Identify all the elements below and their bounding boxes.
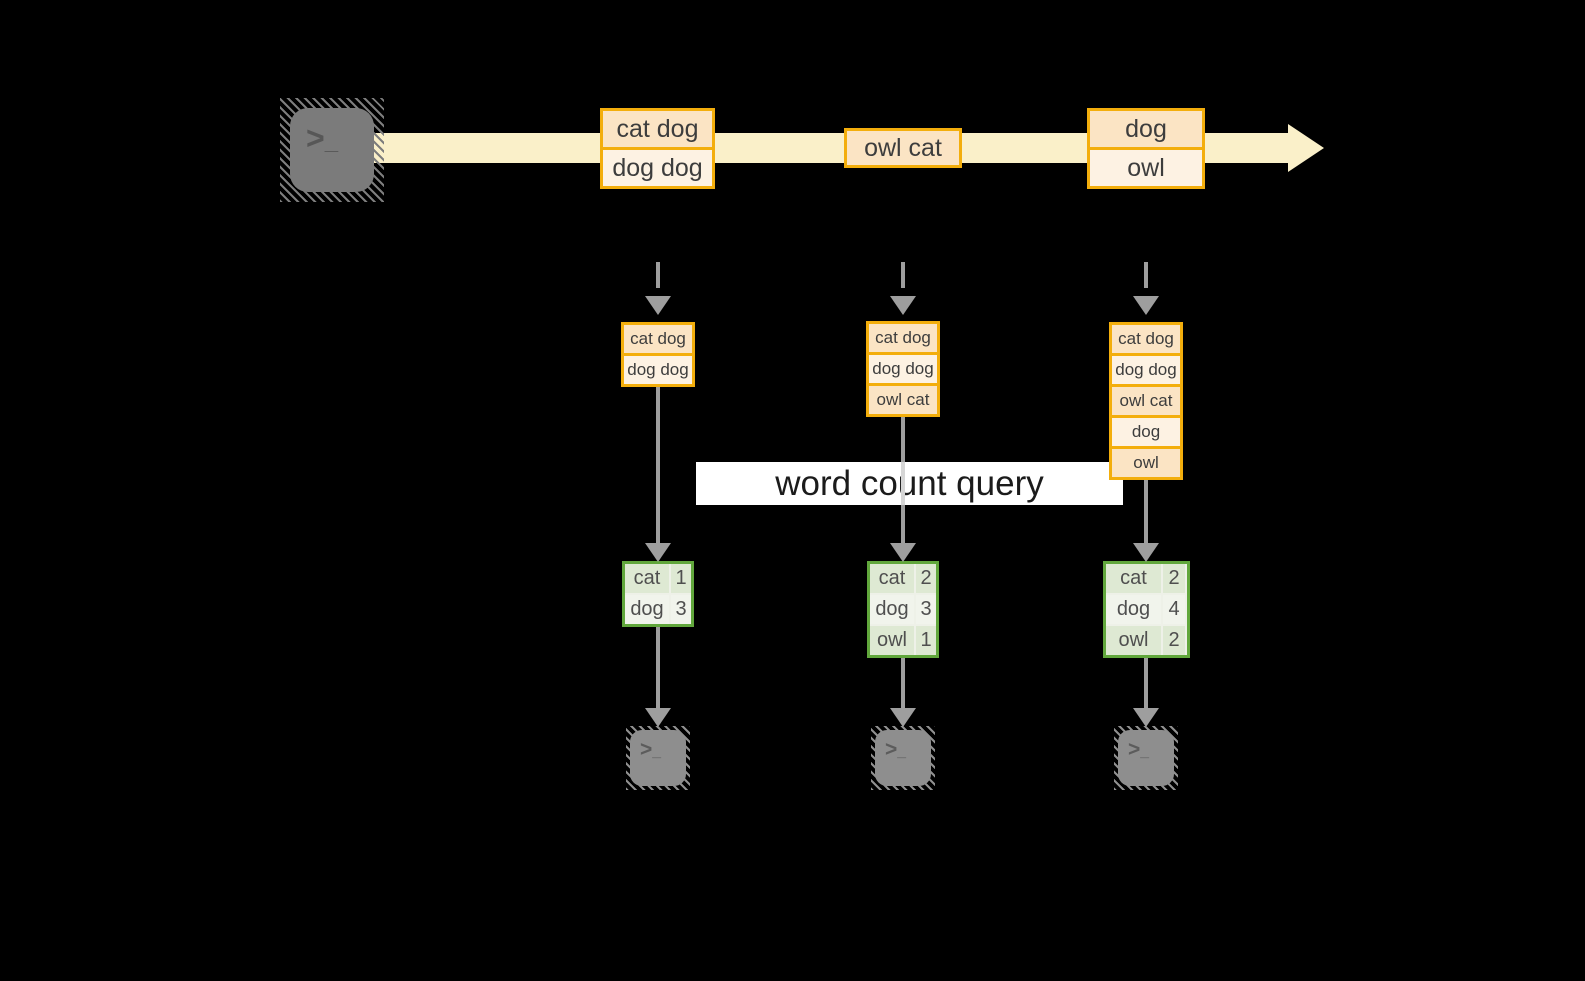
arrow-line (1144, 480, 1148, 543)
stream-event-batch-1: cat dog dog dog (600, 108, 715, 189)
arrow-line (901, 658, 905, 708)
terminal-screen: >_ (875, 730, 931, 786)
terminal-source-icon: >_ (280, 98, 384, 202)
count-word: owl (1106, 626, 1161, 655)
state-box-1: cat dog dog dog (621, 322, 695, 387)
count-row: dog 3 (625, 595, 691, 624)
state-record: owl cat (869, 386, 937, 414)
arrow-line (901, 417, 905, 462)
event-record: owl cat (847, 131, 959, 165)
arrow-line (656, 627, 660, 708)
count-table-3: cat 2 dog 4 owl 2 (1103, 561, 1190, 658)
stream-event-batch-2: owl cat (844, 128, 962, 168)
terminal-prompt-icon: >_ (1128, 738, 1150, 761)
arrow-line-over-query-box (901, 462, 905, 505)
arrow-line (656, 387, 660, 543)
dashed-arrow-line (1144, 262, 1148, 296)
query-label-box: word count query (696, 462, 1123, 505)
terminal-prompt-icon: >_ (885, 738, 907, 761)
state-record: dog dog (624, 356, 692, 384)
count-word: dog (625, 595, 669, 624)
count-value: 1 (916, 626, 936, 655)
dashed-arrow-line (656, 262, 660, 296)
event-record: dog (1090, 111, 1202, 147)
count-word: cat (870, 564, 914, 593)
terminal-screen: >_ (630, 730, 686, 786)
state-box-2: cat dog dog dog owl cat (866, 321, 940, 417)
state-record: cat dog (869, 324, 937, 352)
arrow-head-icon (645, 708, 671, 727)
dashed-arrow-head-icon (890, 296, 916, 315)
terminal-sink-icon-3: >_ (1114, 726, 1178, 790)
stream-event-batch-3: dog owl (1087, 108, 1205, 189)
count-table-1: cat 1 dog 3 (622, 561, 694, 627)
count-row: dog 4 (1106, 595, 1187, 624)
state-record: dog dog (1112, 356, 1180, 384)
count-value: 1 (671, 564, 691, 593)
query-label: word count query (775, 463, 1044, 503)
count-row: cat 2 (870, 564, 936, 593)
count-value: 4 (1163, 595, 1185, 624)
arrow-line (1144, 658, 1148, 708)
arrow-head-icon (645, 543, 671, 562)
state-record: owl cat (1112, 387, 1180, 415)
count-word: cat (625, 564, 669, 593)
count-word: dog (870, 595, 914, 624)
count-word: cat (1106, 564, 1161, 593)
count-value: 2 (1163, 564, 1185, 593)
terminal-prompt-icon: >_ (306, 120, 339, 156)
stream-arrow-head-icon (1288, 124, 1324, 172)
count-row: owl 1 (870, 626, 936, 655)
arrow-head-icon (890, 708, 916, 727)
count-value: 3 (671, 595, 691, 624)
count-row: cat 1 (625, 564, 691, 593)
arrow-head-icon (1133, 543, 1159, 562)
state-record: owl (1112, 449, 1180, 477)
count-word: dog (1106, 595, 1161, 624)
count-word: owl (870, 626, 914, 655)
dashed-arrow-line (901, 262, 905, 296)
count-row: dog 3 (870, 595, 936, 624)
terminal-sink-icon-1: >_ (626, 726, 690, 790)
dashed-arrow-head-icon (1133, 296, 1159, 315)
state-record: dog (1112, 418, 1180, 446)
state-record: cat dog (1112, 325, 1180, 353)
count-value: 3 (916, 595, 936, 624)
count-row: cat 2 (1106, 564, 1187, 593)
terminal-sink-icon-2: >_ (871, 726, 935, 790)
dashed-arrow-head-icon (645, 296, 671, 315)
count-table-2: cat 2 dog 3 owl 1 (867, 561, 939, 658)
state-box-3: cat dog dog dog owl cat dog owl (1109, 322, 1183, 480)
state-record: cat dog (624, 325, 692, 353)
terminal-screen: >_ (290, 108, 374, 192)
event-record: cat dog (603, 111, 712, 147)
arrow-head-icon (1133, 708, 1159, 727)
count-row: owl 2 (1106, 626, 1187, 655)
event-record: dog dog (603, 150, 712, 186)
terminal-screen: >_ (1118, 730, 1174, 786)
arrow-head-icon (890, 543, 916, 562)
arrow-line (901, 505, 905, 543)
count-value: 2 (916, 564, 936, 593)
count-value: 2 (1163, 626, 1185, 655)
terminal-prompt-icon: >_ (640, 738, 662, 761)
state-record: dog dog (869, 355, 937, 383)
event-record: owl (1090, 150, 1202, 186)
